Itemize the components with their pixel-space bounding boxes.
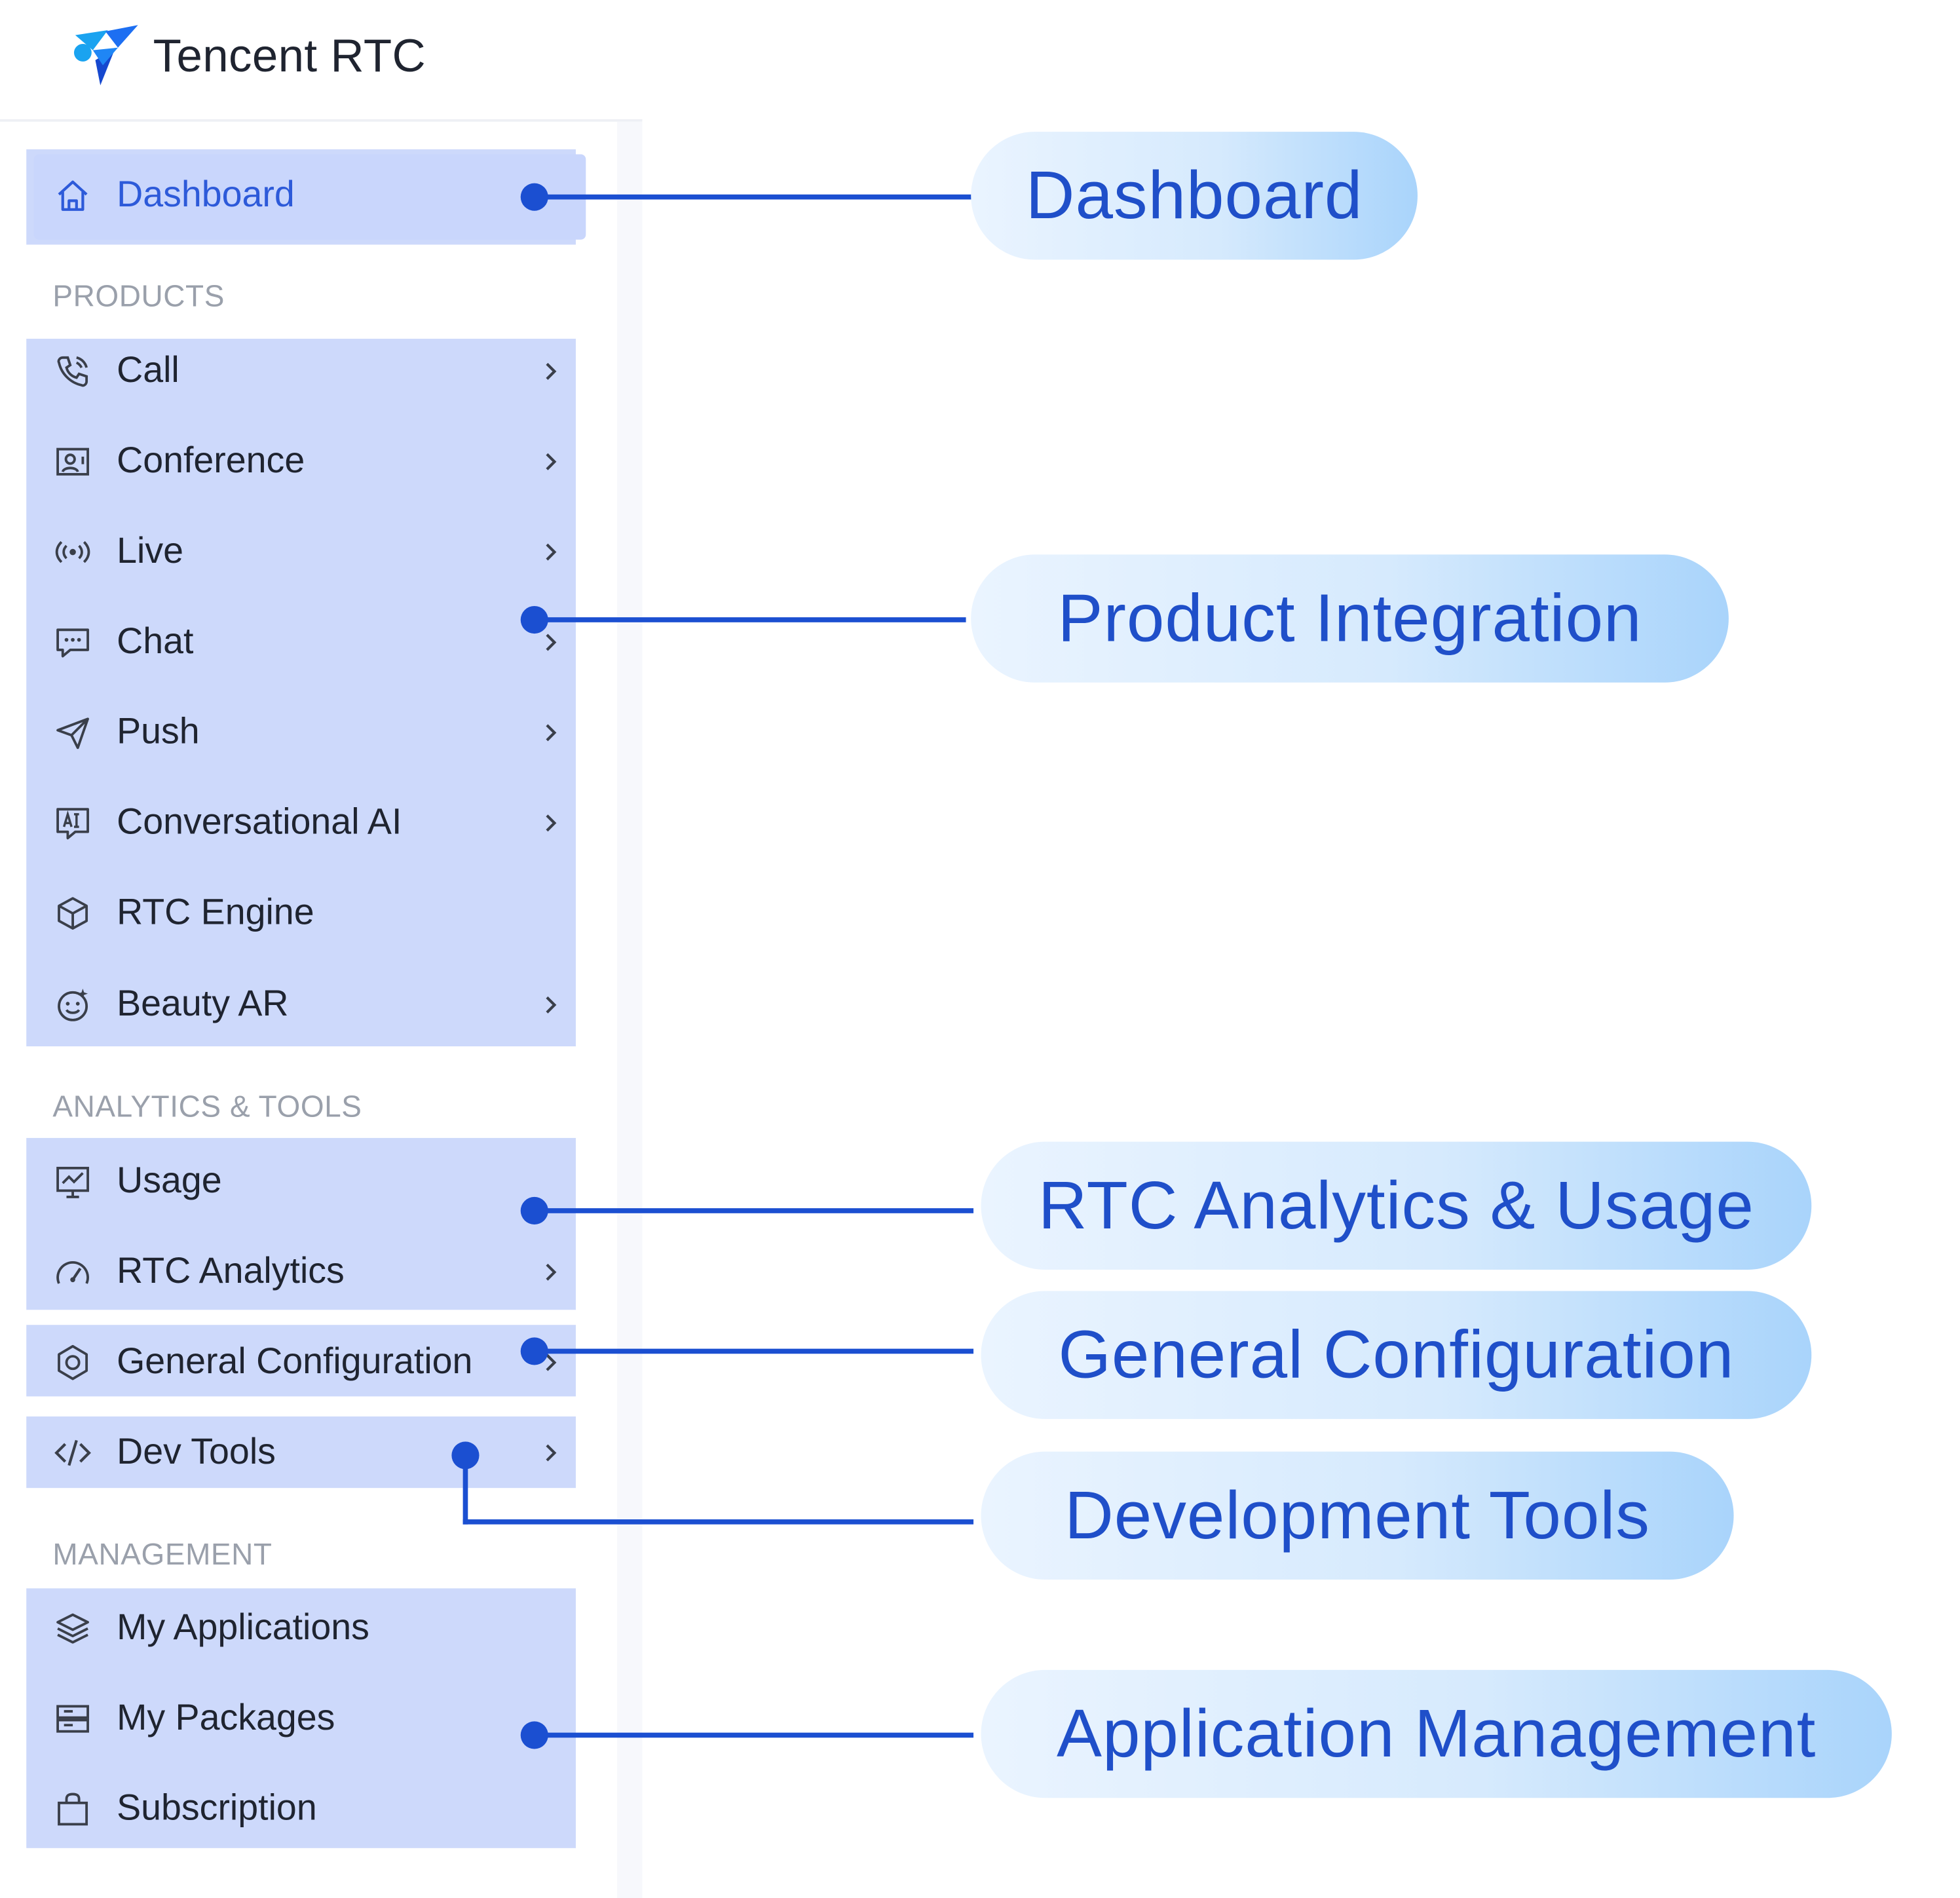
sidebar-item-label: Dashboard — [117, 175, 295, 216]
sidebar-item-label: Subscription — [117, 1788, 317, 1829]
broadcast-icon — [52, 531, 94, 573]
sidebar-item-beauty-ar[interactable]: Beauty AR — [26, 960, 576, 1050]
connector-dot-general-config — [520, 1337, 548, 1365]
connector-line-analytics — [534, 1208, 974, 1213]
dev-tools-highlight — [26, 1416, 576, 1489]
settings-icon — [52, 1341, 94, 1384]
chat-icon — [52, 621, 94, 664]
sidebar-item-label: Call — [117, 351, 179, 391]
sidebar-item-label: Live — [117, 531, 183, 572]
sidebar-item-my-applications[interactable]: My Applications — [26, 1584, 576, 1674]
connector-dot-products — [520, 605, 548, 634]
sidebar-item-rtc-analytics[interactable]: RTC Analytics — [26, 1227, 576, 1318]
chevron-right-icon — [540, 1260, 561, 1285]
connector-dot-analytics — [520, 1196, 548, 1225]
chevron-right-icon — [540, 810, 561, 835]
chevron-right-icon — [540, 630, 561, 655]
brand-name: Tencent RTC — [153, 29, 426, 82]
sidebar-item-conversational-ai[interactable]: Conversational AI — [26, 778, 576, 868]
sidebar-item-usage[interactable]: Usage — [26, 1137, 576, 1227]
chevron-right-icon — [540, 1440, 561, 1465]
sidebar-item-label: General Configuration — [117, 1342, 473, 1382]
sidebar-item-label: RTC Analytics — [117, 1251, 345, 1292]
sidebar-item-label: Push — [117, 712, 200, 753]
chevron-right-icon — [540, 359, 561, 384]
sidebar-item-push[interactable]: Push — [26, 687, 576, 778]
bag-icon — [52, 1788, 94, 1831]
phone-icon — [52, 350, 94, 392]
sidebar-item-label: My Applications — [117, 1608, 369, 1648]
connector-line-management — [534, 1732, 974, 1738]
monitor-chart-icon — [52, 1160, 94, 1203]
management-highlight — [26, 1588, 576, 1848]
callout-application-management: Application Management — [981, 1669, 1892, 1798]
chevron-right-icon — [540, 539, 561, 564]
callout-product-integration: Product Integration — [971, 554, 1729, 683]
code-icon — [52, 1432, 94, 1474]
sidebar-item-label: Conference — [117, 441, 305, 482]
conference-icon — [52, 440, 94, 483]
chevron-right-icon — [540, 1350, 561, 1375]
connector-line-dev-tools — [462, 1519, 974, 1525]
sidebar-item-label: Dev Tools — [117, 1432, 276, 1473]
sidebar-item-chat[interactable]: Chat — [26, 598, 576, 688]
app-logo[interactable]: Tencent RTC — [67, 22, 426, 90]
header-divider — [0, 119, 643, 122]
section-title-management: MANAGEMENT — [52, 1538, 273, 1572]
smile-icon — [52, 983, 94, 1026]
callout-label: Application Management — [1057, 1696, 1817, 1772]
sidebar-item-live[interactable]: Live — [26, 507, 576, 598]
sidebar-item-subscription[interactable]: Subscription — [26, 1764, 576, 1854]
sidebar-item-dashboard[interactable]: Dashboard — [26, 151, 576, 241]
cube-icon — [52, 892, 94, 935]
package-icon — [52, 1698, 94, 1740]
callout-development-tools: Development Tools — [981, 1451, 1734, 1580]
sidebar-item-my-packages[interactable]: My Packages — [26, 1674, 576, 1764]
ai-icon — [52, 802, 94, 845]
products-highlight — [26, 339, 576, 1047]
callout-dashboard: Dashboard — [971, 132, 1418, 260]
sidebar-item-label: My Packages — [117, 1698, 335, 1739]
sidebar-item-label: RTC Engine — [117, 892, 314, 933]
sidebar-item-general-configuration[interactable]: General Configuration — [26, 1318, 576, 1408]
chevron-right-icon — [540, 449, 561, 474]
sidebar-item-label: Conversational AI — [117, 802, 402, 843]
analytics-highlight — [26, 1137, 576, 1310]
chevron-right-icon — [540, 993, 561, 1017]
layers-icon — [52, 1607, 94, 1650]
callout-analytics-usage: RTC Analytics & Usage — [981, 1141, 1812, 1270]
chevron-right-icon — [540, 720, 561, 745]
callout-label: Development Tools — [1065, 1477, 1650, 1553]
send-icon — [52, 712, 94, 754]
callout-label: General Configuration — [1058, 1317, 1735, 1393]
connector-dot-management — [520, 1721, 548, 1749]
section-title-products: PRODUCTS — [52, 280, 225, 314]
home-icon — [52, 174, 94, 217]
connector-vline-dev-tools — [462, 1455, 468, 1525]
connector-dot-dashboard — [520, 183, 548, 211]
connector-line-general-config — [534, 1348, 974, 1354]
connector-dot-dev-tools — [451, 1441, 480, 1470]
connector-line-dashboard — [534, 194, 974, 200]
callout-label: Dashboard — [1025, 158, 1363, 234]
sidebar-item-dev-tools[interactable]: Dev Tools — [26, 1408, 576, 1498]
sidebar-item-label: Chat — [117, 621, 194, 662]
connector-line-products — [534, 617, 966, 622]
sidebar-item-label: Beauty AR — [117, 984, 289, 1025]
dashboard-highlight — [26, 149, 586, 245]
sidebar-item-label: Usage — [117, 1161, 222, 1202]
callout-label: RTC Analytics & Usage — [1038, 1167, 1754, 1243]
tencent-rtc-logo-icon — [73, 25, 138, 86]
sidebar-scrollbar-track — [617, 121, 643, 1898]
callout-label: Product Integration — [1057, 580, 1642, 656]
sidebar-item-call[interactable]: Call — [26, 326, 576, 417]
sidebar-item-conference[interactable]: Conference — [26, 417, 576, 507]
gauge-icon — [52, 1251, 94, 1293]
sidebar-item-rtc-engine[interactable]: RTC Engine — [26, 868, 576, 958]
callout-general-configuration: General Configuration — [981, 1291, 1812, 1419]
general-config-highlight — [26, 1325, 576, 1397]
section-title-analytics-tools: ANALYTICS & TOOLS — [52, 1090, 362, 1124]
